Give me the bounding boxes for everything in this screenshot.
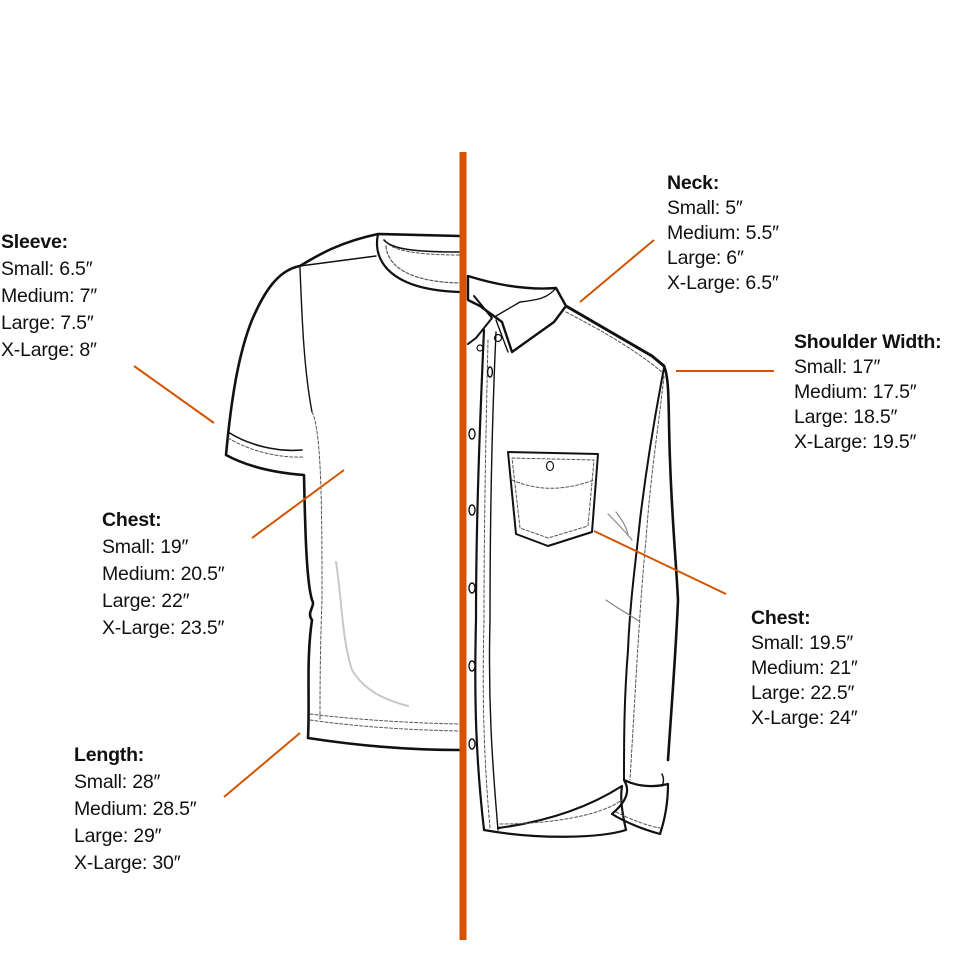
tshirt-chest-large: Large: 22″ — [102, 590, 190, 612]
length-large: Large: 29″ — [74, 825, 162, 847]
leader-lines — [133, 239, 774, 798]
tshirt-chest-leader — [251, 469, 345, 539]
sleeve-heading: Sleeve: — [1, 231, 68, 253]
tshirt-chest-medium: Medium: 20.5″ — [102, 563, 225, 585]
tshirt-drawing — [224, 232, 462, 752]
length-heading: Length: — [74, 744, 145, 766]
tshirt-body-outline — [224, 232, 462, 752]
shirt-chest-small: Small: 19.5″ — [751, 632, 854, 654]
tshirt-chest-small: Small: 19″ — [102, 536, 189, 558]
shirt-chest-heading: Chest: — [751, 607, 811, 629]
length-xlarge: X-Large: 30″ — [74, 852, 181, 874]
shoulder-width-large: Large: 18.5″ — [794, 406, 898, 428]
neck-leader — [579, 239, 655, 303]
shirt-placket — [474, 328, 486, 832]
tshirt-chest-measurements: Chest: Small: 19″ Medium: 20.5″ Large: 2… — [102, 507, 225, 642]
tshirt-chest-heading: Chest: — [102, 509, 162, 531]
shirt-drawing — [466, 274, 680, 838]
sleeve-leader — [133, 365, 215, 424]
shirt-pocket — [507, 451, 599, 547]
sleeve-xlarge: X-Large: 8″ — [1, 339, 97, 361]
neck-xlarge: X-Large: 6.5″ — [667, 272, 779, 294]
shirt-cuff — [610, 778, 670, 836]
length-measurements: Length: Small: 28″ Medium: 28.5″ Large: … — [74, 742, 197, 877]
shirt-yoke — [564, 304, 666, 368]
length-leader — [223, 732, 301, 798]
neck-small: Small: 5″ — [667, 197, 743, 219]
tshirt-chest-xlarge: X-Large: 23.5″ — [102, 617, 225, 639]
sleeve-measurements: Sleeve: Small: 6.5″ Medium: 7″ Large: 7.… — [1, 229, 97, 364]
shoulder-width-xlarge: X-Large: 19.5″ — [794, 431, 917, 453]
shirt-chest-leader — [593, 530, 727, 595]
sleeve-small: Small: 6.5″ — [1, 258, 93, 280]
shirt-chest-large: Large: 22.5″ — [751, 682, 855, 704]
neck-medium: Medium: 5.5″ — [667, 222, 779, 244]
tshirt-collar — [375, 232, 462, 294]
tshirt-crease — [335, 561, 409, 707]
shoulder-width-measurements: Shoulder Width: Small: 17″ Medium: 17.5″… — [794, 330, 942, 455]
sleeve-large: Large: 7.5″ — [1, 312, 94, 334]
length-small: Small: 28″ — [74, 771, 161, 793]
neck-large: Large: 6″ — [667, 247, 744, 269]
neck-heading: Neck: — [667, 172, 720, 194]
shirt-collar — [466, 274, 568, 354]
shirt-buttons — [468, 366, 494, 750]
length-medium: Medium: 28.5″ — [74, 798, 197, 820]
shoulder-width-heading: Shoulder Width: — [794, 331, 942, 353]
sleeve-medium: Medium: 7″ — [1, 285, 97, 307]
shirt-chest-measurements: Chest: Small: 19.5″ Medium: 21″ Large: 2… — [751, 606, 858, 731]
shirt-chest-medium: Medium: 21″ — [751, 657, 858, 679]
shirt-chest-xlarge: X-Large: 24″ — [751, 707, 858, 729]
neck-measurements: Neck: Small: 5″ Medium: 5.5″ Large: 6″ X… — [667, 171, 779, 296]
shoulder-width-small: Small: 17″ — [794, 356, 881, 378]
shoulder-width-medium: Medium: 17.5″ — [794, 381, 917, 403]
